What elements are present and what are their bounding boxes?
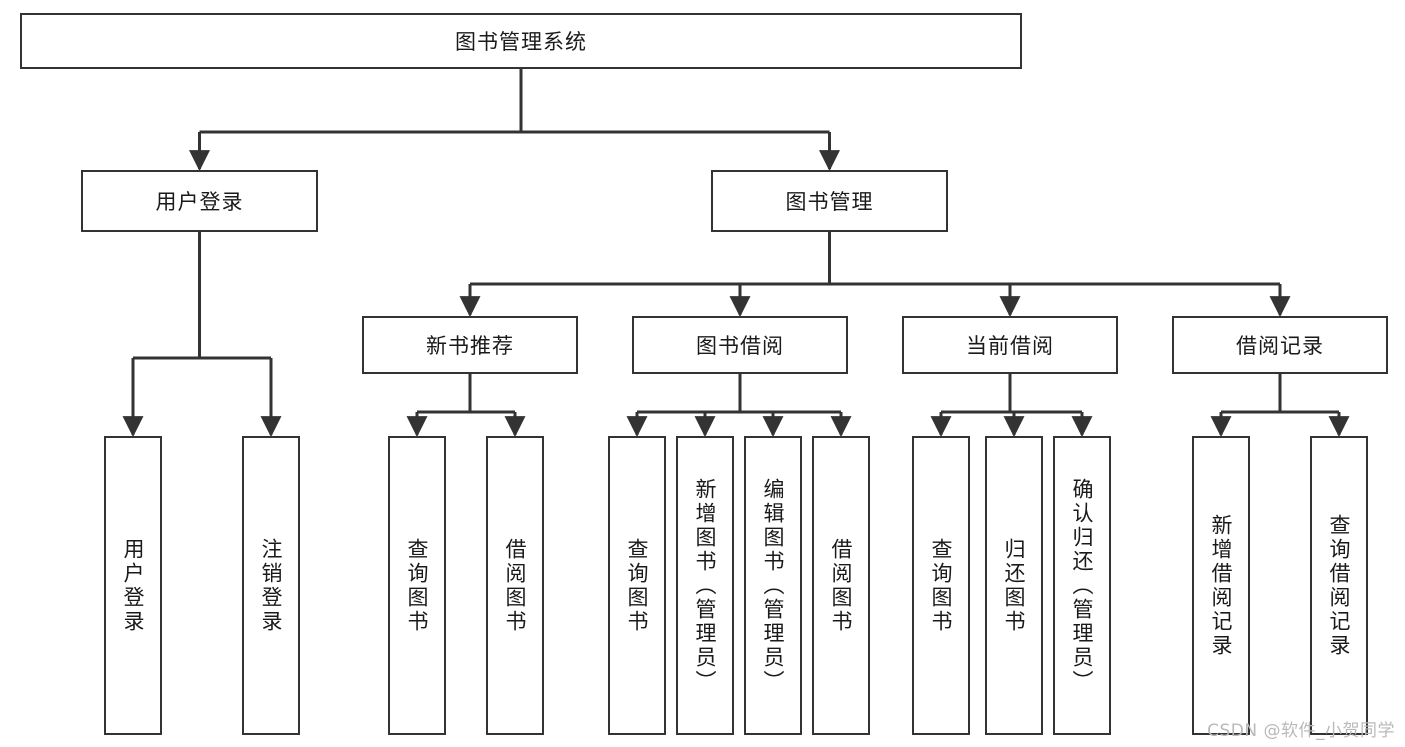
leaf-user-login-label: 用户登录 — [121, 537, 146, 634]
node-book-management[interactable]: 图书管理 — [711, 170, 948, 232]
leaf-query-book-2[interactable]: 查询图书 — [608, 436, 666, 735]
node-root-label: 图书管理系统 — [455, 30, 587, 54]
leaf-edit-book[interactable]: 编辑图书（管理员） — [744, 436, 802, 735]
node-book-borrow-label: 图书借阅 — [696, 334, 784, 358]
node-user-login-label: 用户登录 — [155, 190, 244, 214]
leaf-add-record-label: 新增借阅记录 — [1209, 513, 1234, 658]
leaf-add-record[interactable]: 新增借阅记录 — [1192, 436, 1250, 735]
leaf-query-book-1[interactable]: 查询图书 — [388, 436, 446, 735]
leaf-user-login[interactable]: 用户登录 — [104, 436, 162, 735]
leaf-borrow-book-1[interactable]: 借阅图书 — [486, 436, 544, 735]
leaf-confirm-return[interactable]: 确认归还（管理员） — [1053, 436, 1111, 735]
leaf-query-record[interactable]: 查询借阅记录 — [1310, 436, 1368, 735]
node-book-borrow[interactable]: 图书借阅 — [632, 316, 848, 374]
node-borrow-record-label: 借阅记录 — [1236, 334, 1324, 358]
leaf-query-record-label: 查询借阅记录 — [1327, 513, 1352, 658]
node-root[interactable]: 图书管理系统 — [20, 13, 1022, 69]
node-user-login[interactable]: 用户登录 — [81, 170, 318, 232]
watermark-text: CSDN @软件_小贺同学 — [1207, 721, 1395, 741]
node-new-book-recommendation[interactable]: 新书推荐 — [362, 316, 578, 374]
node-book-management-label: 图书管理 — [785, 190, 874, 214]
leaf-add-book-label: 新增图书（管理员） — [693, 477, 718, 694]
leaf-edit-book-label: 编辑图书（管理员） — [761, 477, 786, 694]
leaf-borrow-book-1-label: 借阅图书 — [503, 537, 528, 634]
leaf-borrow-book-2[interactable]: 借阅图书 — [812, 436, 870, 735]
leaf-borrow-book-2-label: 借阅图书 — [829, 537, 854, 634]
node-borrow-record[interactable]: 借阅记录 — [1172, 316, 1388, 374]
leaf-logout[interactable]: 注销登录 — [242, 436, 300, 735]
leaf-logout-label: 注销登录 — [259, 537, 284, 634]
leaf-add-book[interactable]: 新增图书（管理员） — [676, 436, 734, 735]
leaf-return-book[interactable]: 归还图书 — [985, 436, 1043, 735]
leaf-query-book-3[interactable]: 查询图书 — [912, 436, 970, 735]
node-current-borrow-label: 当前借阅 — [966, 334, 1054, 358]
node-current-borrow[interactable]: 当前借阅 — [902, 316, 1118, 374]
node-new-book-recommendation-label: 新书推荐 — [426, 334, 514, 358]
leaf-query-book-1-label: 查询图书 — [405, 537, 430, 634]
leaf-query-book-3-label: 查询图书 — [929, 537, 954, 634]
leaf-query-book-2-label: 查询图书 — [625, 537, 650, 634]
leaf-confirm-return-label: 确认归还（管理员） — [1070, 477, 1095, 694]
leaf-return-book-label: 归还图书 — [1002, 537, 1027, 634]
